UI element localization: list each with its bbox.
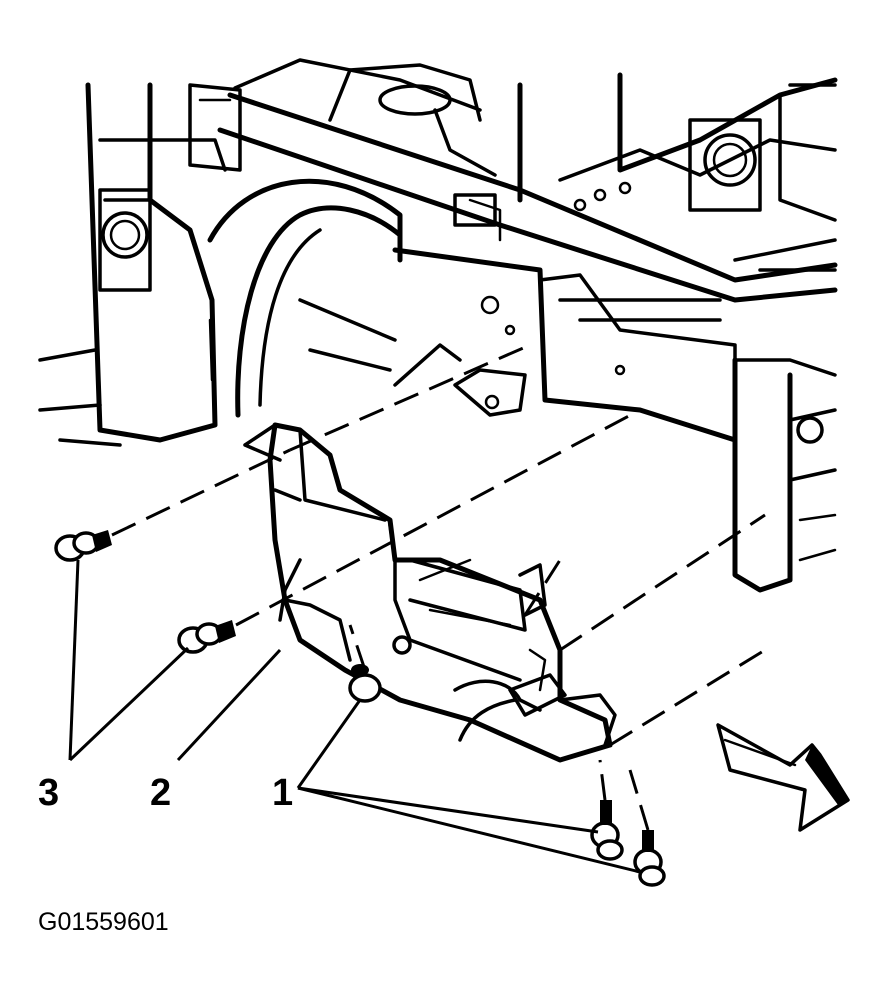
fastener-push-pin-1b	[590, 800, 624, 861]
fastener-push-pin-1a	[348, 664, 382, 703]
vehicle-body-structure	[38, 58, 838, 593]
callout-1: 1	[272, 772, 293, 814]
fastener-push-pin-1c	[633, 830, 666, 887]
alignment-lines	[111, 343, 766, 831]
fastener-bolt-3	[54, 530, 112, 562]
forward-arrow-icon	[716, 723, 850, 832]
callout-3: 3	[38, 772, 59, 814]
leader-lines	[68, 559, 641, 874]
air-deflector-part	[243, 422, 617, 763]
fastener-bolt-2	[177, 620, 236, 654]
figure-id: G01559601	[38, 908, 169, 936]
callout-2: 2	[150, 772, 171, 814]
